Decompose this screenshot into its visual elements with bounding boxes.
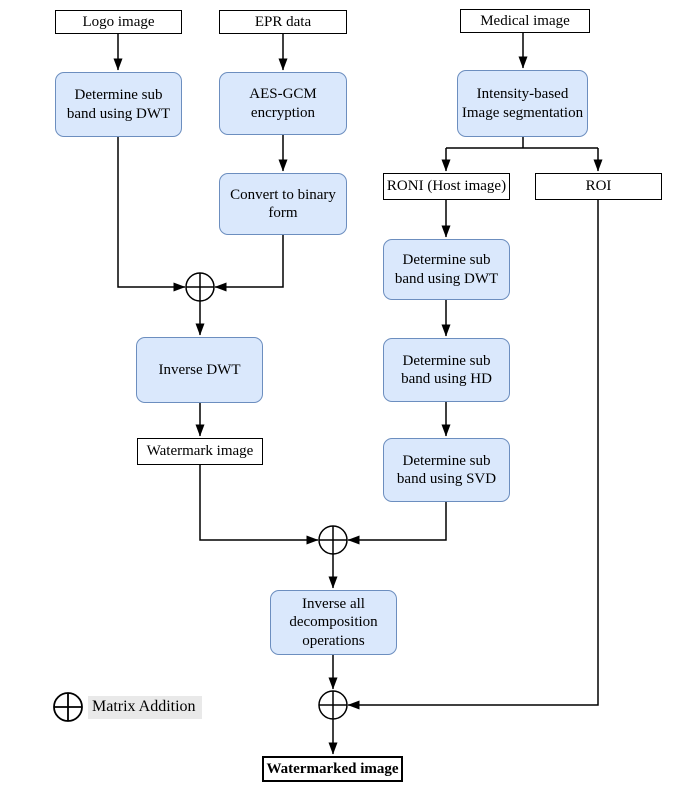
connector-roi-to-adder3: [347, 200, 598, 710]
node-determine-subband-dwt-host: Determine sub band using DWT: [383, 239, 510, 300]
node-inverse-all-decomposition: Inverse all decomposition operations: [270, 590, 397, 655]
node-watermark-image: Watermark image: [137, 438, 263, 465]
node-convert-to-binary: Convert to binary form: [219, 173, 347, 235]
node-aes-gcm-encryption: AES-GCM encryption: [219, 72, 347, 135]
connector-svd-to-adder2: [347, 502, 446, 545]
node-watermarked-image: Watermarked image: [262, 756, 403, 782]
legend-label: Matrix Addition: [88, 695, 202, 719]
matrix-addition-junction-2: [319, 526, 347, 554]
connector-watermark-to-adder2: [200, 465, 319, 545]
legend-matrix-addition: Matrix Addition: [52, 690, 202, 724]
matrix-addition-junction-1: [186, 273, 214, 301]
connector-segmentation-split: [446, 137, 598, 148]
matrix-addition-junction-3: [319, 691, 347, 719]
connector-dwt-logo-to-adder1: [118, 137, 186, 292]
node-inverse-dwt: Inverse DWT: [136, 337, 263, 403]
node-intensity-based-segmentation: Intensity-based Image segmentation: [457, 70, 588, 137]
node-determine-subband-hd: Determine sub band using HD: [383, 338, 510, 402]
node-roi: ROI: [535, 173, 662, 200]
circled-plus-icon: [53, 692, 83, 722]
node-medical-image: Medical image: [460, 9, 590, 33]
node-roni-host-image: RONI (Host image): [383, 173, 510, 200]
node-determine-subband-dwt-logo: Determine sub band using DWT: [55, 72, 182, 137]
connector-convert-to-adder1: [214, 235, 283, 292]
node-epr-data: EPR data: [219, 10, 347, 34]
node-determine-subband-svd: Determine sub band using SVD: [383, 438, 510, 502]
node-logo-image: Logo image: [55, 10, 182, 34]
